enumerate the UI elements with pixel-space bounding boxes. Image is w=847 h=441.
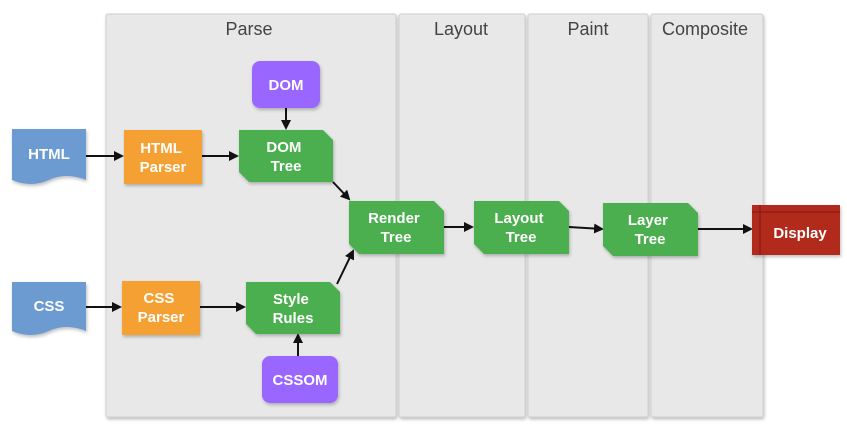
css-parser-node: CSS Parser xyxy=(122,281,200,335)
css-parser-line-2: Parser xyxy=(138,309,185,326)
html-parser-node: HTML Parser xyxy=(124,130,202,184)
layout-tree-node: Layout Tree xyxy=(474,201,569,254)
render-tree-line-1: Render xyxy=(368,210,420,227)
layout-tree-label: Layout Tree xyxy=(494,210,547,246)
render-tree-node: Render Tree xyxy=(349,201,444,254)
object-box xyxy=(252,61,320,108)
dom-label: DOM xyxy=(269,77,304,94)
style-rules-line-2: Rules xyxy=(273,310,314,327)
parser-box xyxy=(122,281,200,335)
tree-shape xyxy=(246,282,340,334)
cssom-label: CSSOM xyxy=(272,372,327,389)
layer-tree-node: Layer Tree xyxy=(603,203,698,256)
css-input-label: CSS xyxy=(34,298,65,315)
dom-node: DOM xyxy=(252,61,320,108)
display-box xyxy=(752,205,840,255)
tree-shape xyxy=(474,201,569,254)
render-tree-line-2: Tree xyxy=(381,229,412,246)
dom-tree-label: DOM Tree xyxy=(266,139,305,175)
layer-tree-line-2: Tree xyxy=(635,231,666,248)
display-label: Display xyxy=(773,225,827,242)
stage-title-layout: Layout xyxy=(434,19,488,39)
html-parser-label: HTML Parser xyxy=(140,140,187,176)
render-tree-label: Render Tree xyxy=(368,210,424,246)
css-parser-line-1: CSS xyxy=(143,290,174,307)
object-box xyxy=(262,356,338,403)
display-node: Display xyxy=(752,205,840,255)
arrow-style-rules-to-render-tree xyxy=(336,249,355,285)
layer-tree-label: Layer Tree xyxy=(628,212,672,248)
dom-tree-line-2: Tree xyxy=(271,158,302,175)
css-parser-label: CSS Parser xyxy=(138,290,185,326)
style-rules-line-1: Style xyxy=(273,291,309,308)
css-input-node: CSS xyxy=(12,282,86,335)
dom-tree-node: DOM Tree xyxy=(239,130,333,182)
arrow-layout-tree-to-layer-tree xyxy=(568,223,604,234)
document-shape xyxy=(12,129,86,184)
tree-shape xyxy=(603,203,698,256)
parser-box xyxy=(124,130,202,184)
html-input-label: HTML xyxy=(28,146,70,163)
dom-tree-line-1: DOM xyxy=(266,139,301,156)
stage-title-composite: Composite xyxy=(662,19,748,39)
layout-tree-line-1: Layout xyxy=(494,210,543,227)
html-input-node: HTML xyxy=(12,129,86,184)
html-parser-line-1: HTML xyxy=(140,140,181,157)
cssom-node: CSSOM xyxy=(262,356,338,403)
style-rules-node: Style Rules xyxy=(246,282,340,334)
layout-tree-line-2: Tree xyxy=(506,229,537,246)
layer-tree-line-1: Layer xyxy=(628,212,668,229)
style-rules-label: Style Rules xyxy=(273,291,314,327)
arrow-dom-tree-to-render-tree xyxy=(332,181,351,201)
tree-shape xyxy=(349,201,444,254)
html-parser-line-2: Parser xyxy=(140,159,187,176)
tree-shape xyxy=(239,130,333,182)
stage-title-parse: Parse xyxy=(225,19,272,39)
document-shape xyxy=(12,282,86,335)
flow-arrows xyxy=(86,108,753,356)
stage-title-paint: Paint xyxy=(567,19,608,39)
